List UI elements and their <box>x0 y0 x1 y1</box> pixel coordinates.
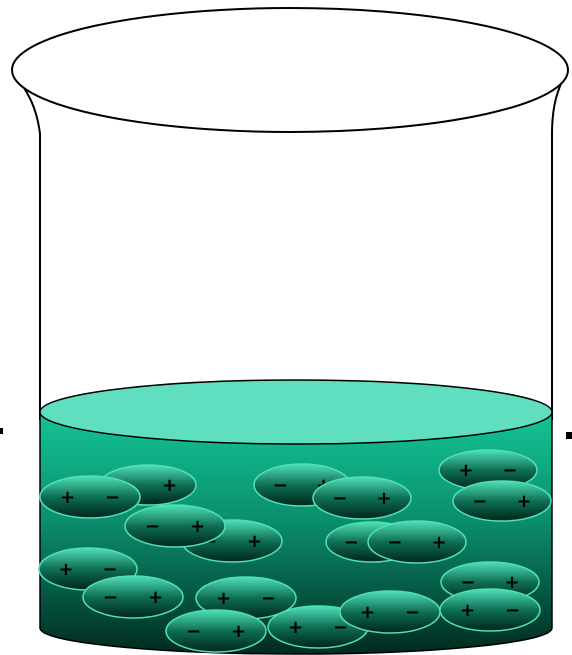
negative-charge-label: − <box>105 487 120 508</box>
negative-charge-label: − <box>505 600 520 621</box>
molecule-body <box>40 476 140 518</box>
positive-charge-label: + <box>432 532 447 553</box>
liquid-surface <box>40 380 552 444</box>
beaker-right-wall <box>552 72 566 420</box>
negative-charge-label: − <box>103 587 118 608</box>
positive-charge-label: + <box>148 587 163 608</box>
side-tick-left <box>0 428 3 434</box>
negative-charge-label: − <box>145 516 160 537</box>
beaker-left-wall <box>14 72 40 420</box>
positive-charge-label: + <box>60 487 75 508</box>
polar-molecule-icon: −+ <box>125 505 225 547</box>
positive-charge-label: + <box>231 621 246 642</box>
positive-charge-label: + <box>377 488 392 509</box>
positive-charge-label: + <box>190 516 205 537</box>
polar-molecule-icon: −+ <box>453 481 551 521</box>
side-tick-right <box>566 432 572 439</box>
negative-charge-label: − <box>186 621 201 642</box>
positive-charge-label: + <box>460 600 475 621</box>
molecule-body <box>368 521 466 563</box>
molecule-body <box>166 610 266 652</box>
negative-charge-label: − <box>472 491 487 512</box>
polar-molecule-icon: −+ <box>313 477 411 519</box>
positive-charge-label: + <box>360 602 375 623</box>
polar-molecule-icon: −+ <box>83 576 183 618</box>
polar-molecule-icon: −+ <box>166 610 266 652</box>
positive-charge-label: + <box>162 475 177 496</box>
negative-charge-label: − <box>273 475 288 496</box>
positive-charge-label: + <box>517 491 532 512</box>
positive-charge-label: + <box>288 617 303 638</box>
beaker-rim <box>12 8 568 132</box>
positive-charge-label: + <box>58 559 73 580</box>
molecule-body <box>440 589 540 631</box>
molecule-body <box>453 481 551 521</box>
positive-charge-label: + <box>216 588 231 609</box>
molecule-body <box>313 477 411 519</box>
positive-charge-label: + <box>247 531 262 552</box>
polar-molecule-icon: +− <box>40 476 140 518</box>
negative-charge-label: − <box>261 588 276 609</box>
negative-charge-label: − <box>503 460 518 481</box>
polar-molecule-icon: −+ <box>368 521 466 563</box>
polar-molecule-icon: +− <box>440 589 540 631</box>
negative-charge-label: − <box>405 602 420 623</box>
polar-molecule-icon: +− <box>340 591 440 633</box>
molecule-body <box>83 576 183 618</box>
negative-charge-label: − <box>387 532 402 553</box>
molecule-body <box>125 505 225 547</box>
positive-charge-label: + <box>458 460 473 481</box>
negative-charge-label: − <box>344 532 359 553</box>
beaker-icon <box>12 8 568 420</box>
molecule-body <box>340 591 440 633</box>
negative-charge-label: − <box>332 488 347 509</box>
